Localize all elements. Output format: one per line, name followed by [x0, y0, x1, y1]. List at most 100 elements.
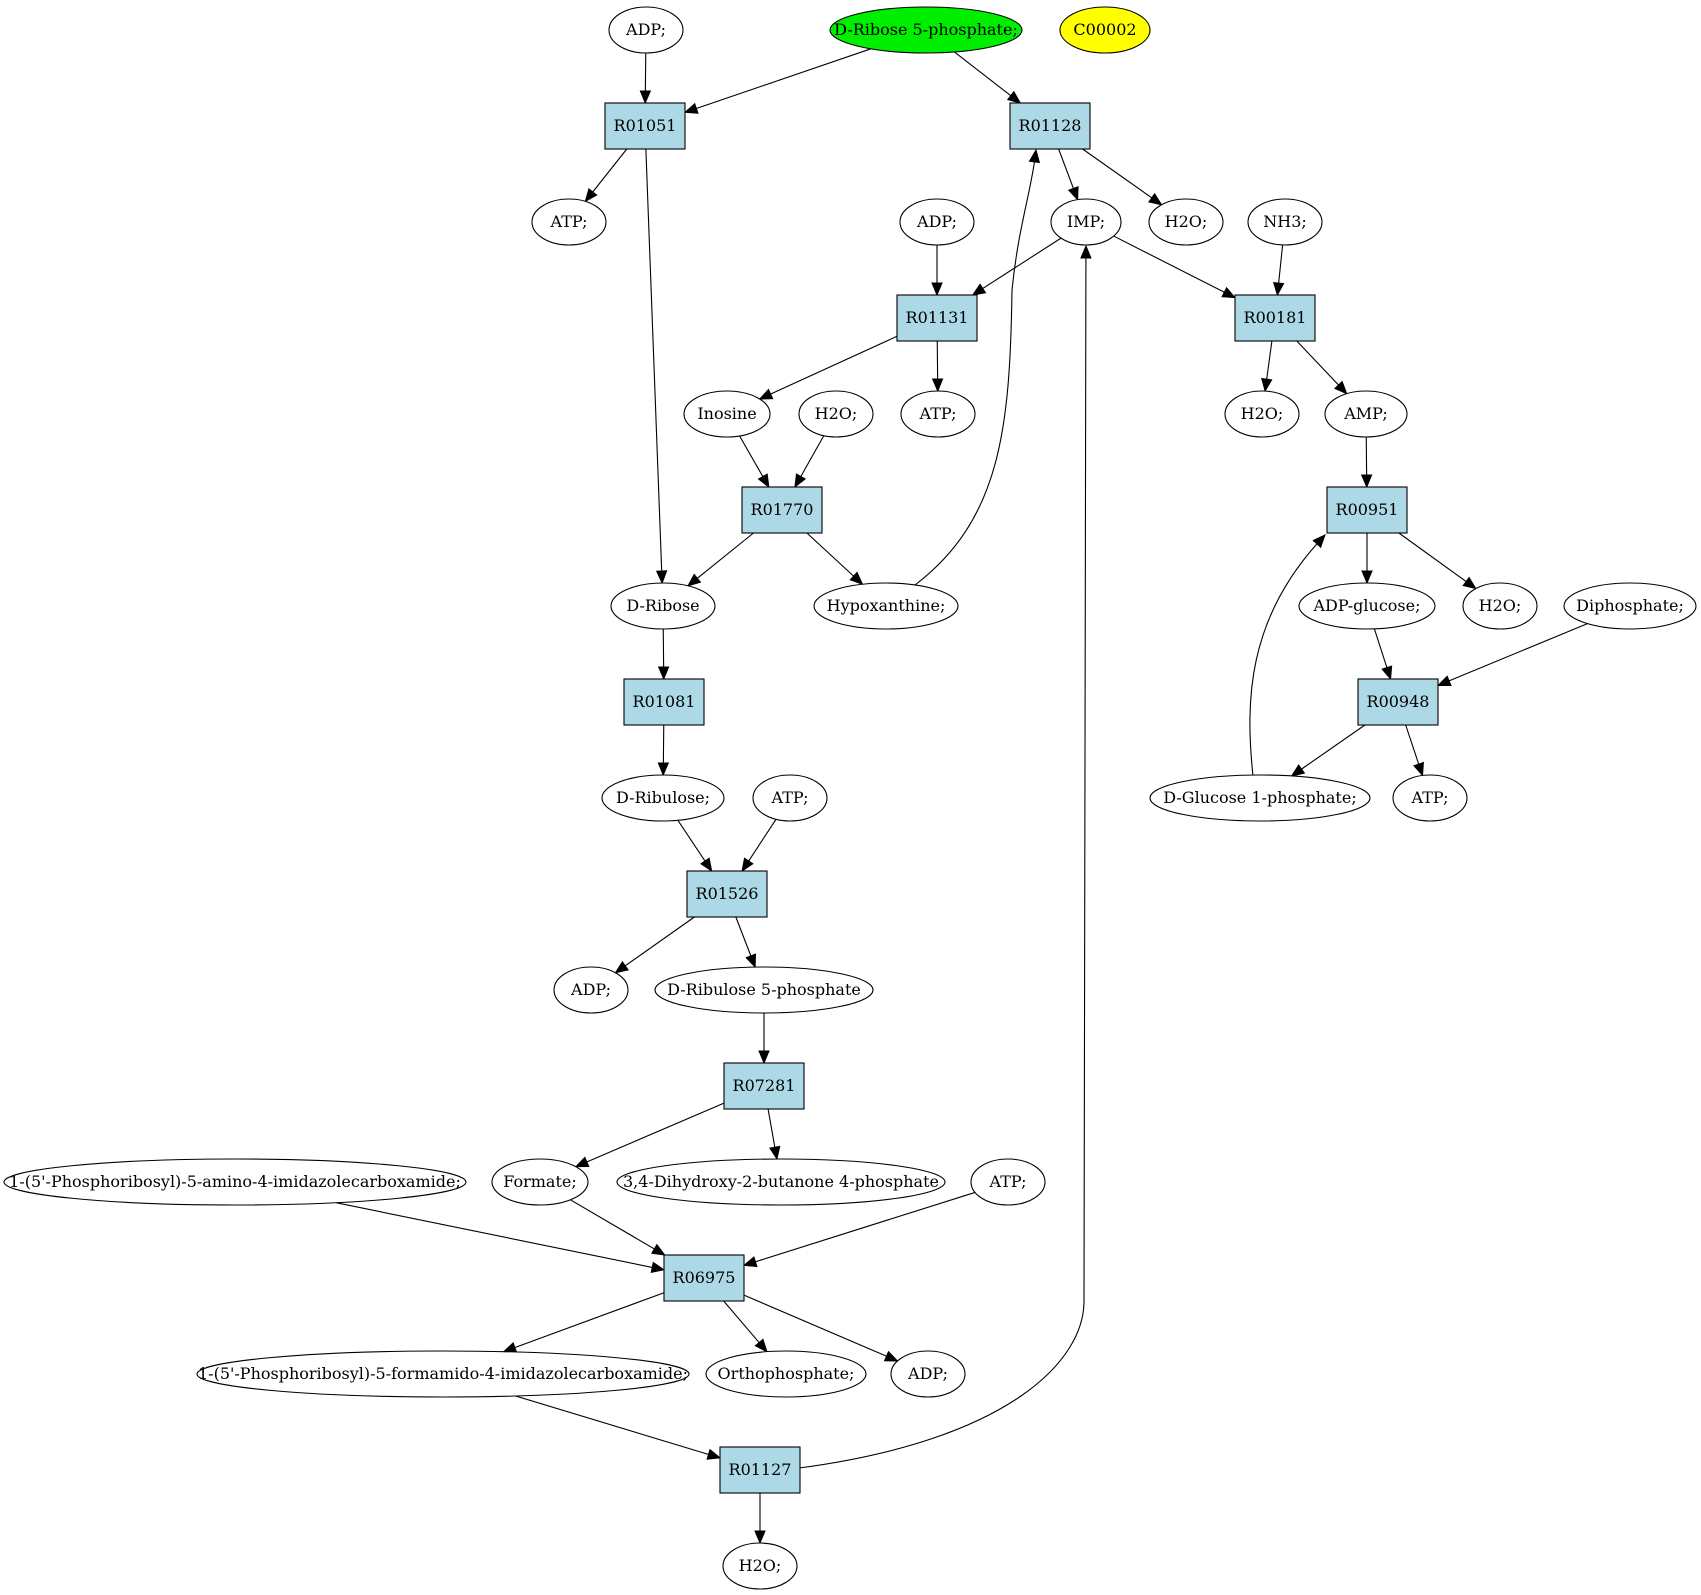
reaction-node-r01051[interactable]: R01051: [604, 102, 686, 150]
edge-line: [954, 51, 1013, 98]
compound-node-adp-4[interactable]: ADP;: [890, 1350, 966, 1398]
compound-ellipse: [654, 966, 874, 1014]
compound-node-h2o-4[interactable]: H2O;: [1462, 582, 1538, 630]
compound-node-ribulose5p[interactable]: D-Ribulose 5-phosphate: [654, 966, 874, 1014]
reaction-node-r06975[interactable]: R06975: [663, 1254, 745, 1302]
compound-node-hypoxanthine[interactable]: Hypoxanthine;: [813, 582, 959, 630]
arrowhead: [794, 473, 807, 489]
compound-ellipse: [899, 198, 975, 246]
reaction-node-r00948[interactable]: R00948: [1357, 678, 1439, 726]
compound-node-atp-3[interactable]: ATP;: [752, 774, 828, 822]
compound-node-d-ribose[interactable]: D-Ribose: [610, 582, 716, 630]
arrowhead: [742, 1256, 758, 1268]
reaction-node-r01526[interactable]: R01526: [686, 870, 768, 918]
reaction-node-r01081[interactable]: R01081: [623, 678, 705, 726]
compound-node-formate[interactable]: Formate;: [491, 1158, 589, 1206]
compound-ellipse: [1563, 582, 1697, 630]
edge-hypoxanthine-to-r01128: [914, 148, 1041, 586]
compound-node-atp-1[interactable]: ATP;: [531, 198, 607, 246]
edge-diphosphate-to-r00948: [1436, 623, 1588, 686]
reaction-node-r01131[interactable]: R01131: [896, 294, 978, 342]
arrowhead: [1436, 675, 1452, 686]
arrowhead: [1381, 665, 1393, 681]
compound-node-adp-3[interactable]: ADP;: [553, 966, 629, 1014]
compound-ellipse: [752, 774, 828, 822]
compound-node-adp-2[interactable]: ADP;: [899, 198, 975, 246]
edge-r00948-to-glucose1p: [1290, 724, 1366, 777]
reaction-node-r00181[interactable]: R00181: [1234, 294, 1316, 342]
edge-r01526-to-ribulose5p: [735, 916, 757, 969]
edge-r01526-to-adp_3: [614, 916, 695, 974]
edge-r07281-to-formate: [574, 1102, 725, 1168]
node-label: ADP-glucose;: [1312, 596, 1420, 615]
node-label: R00951: [1336, 500, 1399, 519]
edge-line: [1277, 244, 1284, 286]
node-label: 1-(5'-Phosphoribosyl)-5-amino-4-imidazol…: [9, 1172, 461, 1191]
compound-node-h2o-3[interactable]: H2O;: [1224, 390, 1300, 438]
arrowhead: [1360, 474, 1373, 489]
edge-r06975-to-orthophosphate: [723, 1300, 768, 1353]
compound-node-atp-5[interactable]: ATP;: [970, 1158, 1046, 1206]
reaction-node-r00951[interactable]: R00951: [1326, 486, 1408, 534]
arrowhead: [1067, 185, 1079, 201]
compound-node-d-ribulose[interactable]: D-Ribulose;: [601, 774, 725, 822]
compound-node-adp-glucose[interactable]: ADP-glucose;: [1298, 582, 1436, 630]
arrowhead: [1028, 148, 1041, 164]
compound-node-h2o-1[interactable]: H2O;: [1148, 198, 1224, 246]
compound-node-nh3[interactable]: NH3;: [1247, 198, 1323, 246]
edge-h2o_2-to-r01770: [794, 435, 825, 489]
edge-line: [799, 435, 825, 479]
compound-node-diphosphate[interactable]: Diphosphate;: [1563, 582, 1697, 630]
reaction-node-r01127[interactable]: R01127: [719, 1446, 801, 1494]
node-label: 3,4-Dihydroxy-2-butanone 4-phosphate: [623, 1172, 939, 1191]
reaction-node-r01128[interactable]: R01128: [1009, 102, 1091, 150]
compound-node-glucose1p[interactable]: D-Glucose 1-phosphate;: [1149, 774, 1371, 822]
compound-node-aicar[interactable]: 1-(5'-Phosphoribosyl)-5-amino-4-imidazol…: [3, 1158, 467, 1206]
compound-ellipse: [1148, 198, 1224, 246]
arrowhead: [1221, 286, 1237, 299]
compound-node-imp[interactable]: IMP;: [1050, 198, 1122, 246]
edge-line: [677, 820, 707, 863]
compound-node-h2o-5[interactable]: H2O;: [722, 1542, 798, 1590]
edge-line: [694, 48, 872, 110]
node-label: R01051: [614, 116, 677, 135]
edge-line: [623, 916, 695, 968]
arrowhead: [1361, 570, 1373, 585]
edge-line: [735, 916, 753, 958]
reaction-node-r07281[interactable]: R07281: [723, 1062, 805, 1110]
compound-node-dhbp[interactable]: 3,4-Dihydroxy-2-butanone 4-phosphate: [616, 1158, 946, 1206]
arrowhead: [639, 90, 652, 105]
compound-node-atp-4[interactable]: ATP;: [1392, 774, 1468, 822]
edge-line: [570, 1199, 657, 1251]
compound-node-adp-1[interactable]: ADP;: [608, 6, 684, 54]
edge-atp_3-to-r01526: [741, 818, 777, 873]
compound-ellipse: [890, 1350, 966, 1398]
node-label: ADP;: [625, 20, 666, 39]
arrowhead: [706, 1448, 722, 1460]
compound-ellipse: [722, 1542, 798, 1590]
edge-r01131-to-atp_2: [931, 340, 944, 393]
compound-ellipse: [1462, 582, 1538, 630]
node-label: Orthophosphate;: [718, 1364, 855, 1383]
compound-node-orthophosphate[interactable]: Orthophosphate;: [705, 1350, 867, 1398]
node-label: Formate;: [503, 1172, 577, 1191]
arrowhead: [651, 1243, 666, 1256]
node-label: ADP;: [570, 980, 611, 999]
reaction-box: [623, 678, 705, 726]
reaction-node-r01770[interactable]: R01770: [741, 486, 823, 534]
edge-faicar-to-r01127: [515, 1395, 722, 1460]
node-label: D-Ribose: [626, 596, 699, 615]
compound-node-inosine[interactable]: Inosine: [683, 390, 771, 438]
compound-node-atp-2[interactable]: ATP;: [900, 390, 976, 438]
compound-ellipse: [196, 1350, 690, 1398]
compound-node-c00002[interactable]: C00002: [1059, 6, 1151, 54]
reaction-box: [1234, 294, 1316, 342]
edge-ribose5p-to-r01051: [683, 48, 872, 114]
compound-node-h2o-2[interactable]: H2O;: [798, 390, 874, 438]
edge-line: [980, 237, 1062, 291]
compound-node-amp[interactable]: AMP;: [1324, 390, 1408, 438]
node-label: H2O;: [815, 404, 858, 423]
compound-node-faicar[interactable]: 1-(5'-Phosphoribosyl)-5-formamido-4-imid…: [196, 1350, 690, 1398]
arrowhead: [1080, 244, 1092, 259]
compound-node-ribose5p[interactable]: D-Ribose 5-phosphate;: [829, 6, 1023, 54]
